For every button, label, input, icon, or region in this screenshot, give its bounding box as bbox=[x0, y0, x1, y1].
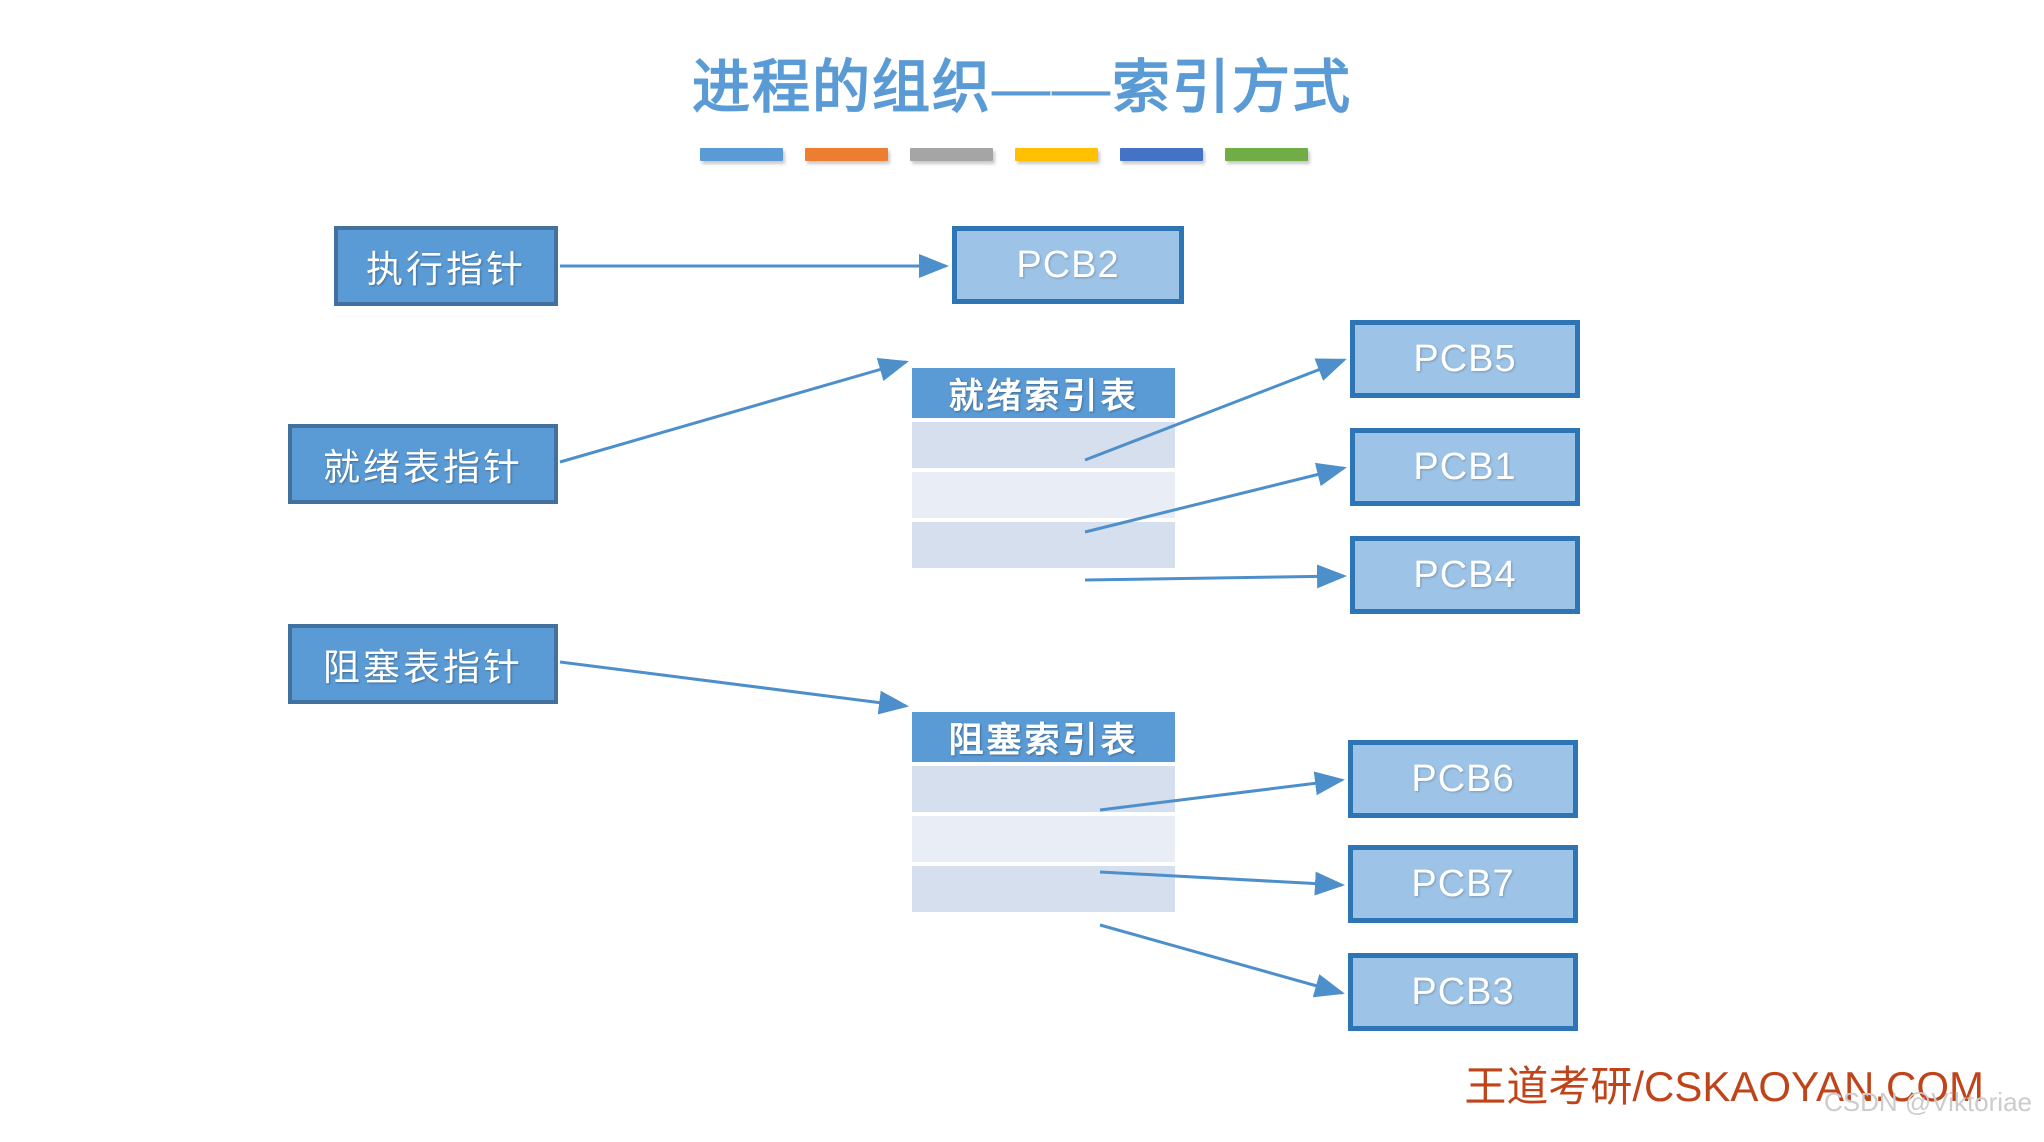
pcb-box-running: PCB2 bbox=[952, 226, 1184, 304]
accent-bar-6 bbox=[1225, 148, 1308, 161]
arrow-blocked-row3-to-pcb3 bbox=[1099, 923, 1345, 998]
blocked-index-table-header: 阻塞索引表 bbox=[912, 712, 1175, 762]
ready-index-row-1[interactable] bbox=[912, 422, 1175, 468]
ready-index-row-3[interactable] bbox=[912, 522, 1175, 568]
blocked-index-table: 阻塞索引表 bbox=[912, 712, 1175, 912]
arrow-ready-row3-to-pcb4 bbox=[1084, 564, 1347, 589]
pcb-box-blocked-1: PCB6 bbox=[1348, 740, 1578, 818]
blocked-index-row-3[interactable] bbox=[912, 866, 1175, 912]
accent-bar-1 bbox=[700, 148, 783, 161]
arrow-ready-pointer-to-table bbox=[559, 357, 909, 464]
pcb-box-ready-1: PCB5 bbox=[1350, 320, 1580, 398]
pcb-box-ready-3: PCB4 bbox=[1350, 536, 1580, 614]
blocked-index-row-1[interactable] bbox=[912, 766, 1175, 812]
ready-index-table-header: 就绪索引表 bbox=[912, 368, 1175, 418]
accent-bar-5 bbox=[1120, 148, 1203, 161]
pcb-box-blocked-2: PCB7 bbox=[1348, 845, 1578, 923]
pointer-box-blocked: 阻塞表指针 bbox=[288, 624, 558, 704]
accent-bar-3 bbox=[910, 148, 993, 161]
blocked-index-row-2[interactable] bbox=[912, 816, 1175, 862]
accent-bar-group bbox=[700, 148, 1308, 161]
footer-brand: 王道考研/CSKAOYAN.COM bbox=[1464, 1063, 1984, 1110]
accent-bar-4 bbox=[1015, 148, 1098, 161]
ready-index-row-2[interactable] bbox=[912, 472, 1175, 518]
ready-index-table: 就绪索引表 bbox=[912, 368, 1175, 568]
page-title: 进程的组织——索引方式 bbox=[691, 55, 1352, 120]
footer-watermark: CSDN @Viktoriae bbox=[1824, 1087, 2032, 1117]
pcb-box-blocked-3: PCB3 bbox=[1348, 953, 1578, 1031]
pointer-box-ready: 就绪表指针 bbox=[288, 424, 558, 504]
pointer-box-exec: 执行指针 bbox=[334, 226, 558, 306]
arrow-blocked-pointer-to-table bbox=[559, 660, 909, 715]
pcb-box-ready-2: PCB1 bbox=[1350, 428, 1580, 506]
accent-bar-2 bbox=[805, 148, 888, 161]
